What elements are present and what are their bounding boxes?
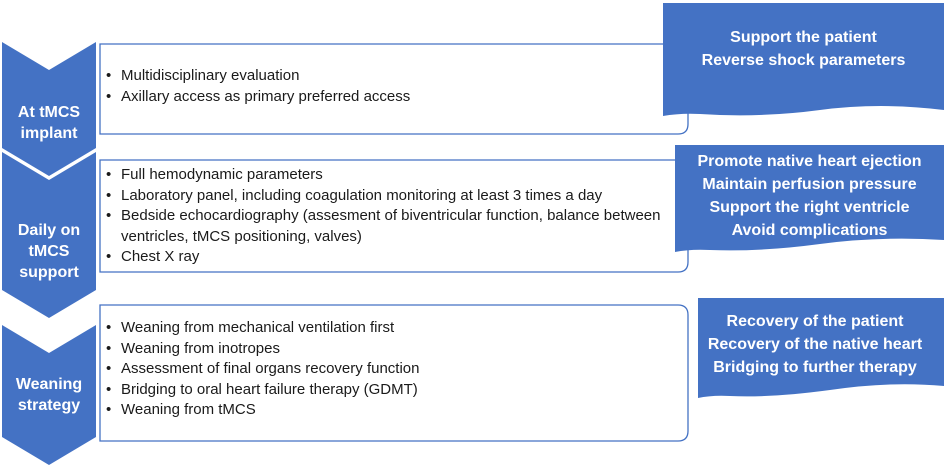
phase-1-bullet-list: Multidisciplinary evaluation Axillary ac… [101,66,681,107]
phase-2-label: Daily on tMCS support [17,222,81,281]
bullet-item: Weaning from mechanical ventilation firs… [106,318,681,339]
goal-line: Bridging to further therapy [713,359,917,376]
goal-line: Maintain perfusion pressure [702,176,917,193]
phase-3-bullet-list: Weaning from mechanical ventilation firs… [101,318,681,421]
phase-1-goals: Support the patient Reverse shock parame… [663,26,944,72]
goal-line: Support the right ventricle [709,199,910,216]
phase-1-chevron [2,42,96,176]
bullet-item: Chest X ray [106,247,691,268]
phase-2-goals: Promote native heart ejection Maintain p… [675,150,944,242]
goal-line: Support the patient [730,29,877,46]
bullet-item: Weaning from tMCS [106,400,681,421]
goal-line: Recovery of the patient [726,313,904,330]
bullet-item: Full hemodynamic parameters [106,165,691,186]
goal-line: Reverse shock parameters [701,52,906,69]
phase-2-chevron [2,152,96,318]
goal-line: Recovery of the native heart [707,336,923,353]
phase-3-goals: Recovery of the patient Recovery of the … [698,310,932,379]
goal-line: Promote native heart ejection [697,153,922,170]
phase-3-label: Weaning strategy [15,376,83,414]
goal-line: Avoid complications [731,222,888,239]
bullet-item: Weaning from inotropes [106,339,681,360]
bullet-item: Bridging to oral heart failure therapy (… [106,380,681,401]
phase-1-label: At tMCS implant [17,104,81,142]
phase-1-goal-banner [663,3,944,116]
bullet-item: Bedside echocardiography (assesment of b… [106,206,691,247]
bullet-item: Assessment of final organs recovery func… [106,359,681,380]
phase-3-chevron [2,325,96,465]
bullet-item: Multidisciplinary evaluation [106,66,681,87]
phase-2-bullet-list: Full hemodynamic parameters Laboratory p… [101,165,691,268]
phase-3-goal-banner [698,298,944,398]
bullet-item: Laboratory panel, including coagulation … [106,186,691,207]
bullet-item: Axillary access as primary preferred acc… [106,87,681,108]
phase-2-goal-banner [675,145,944,252]
